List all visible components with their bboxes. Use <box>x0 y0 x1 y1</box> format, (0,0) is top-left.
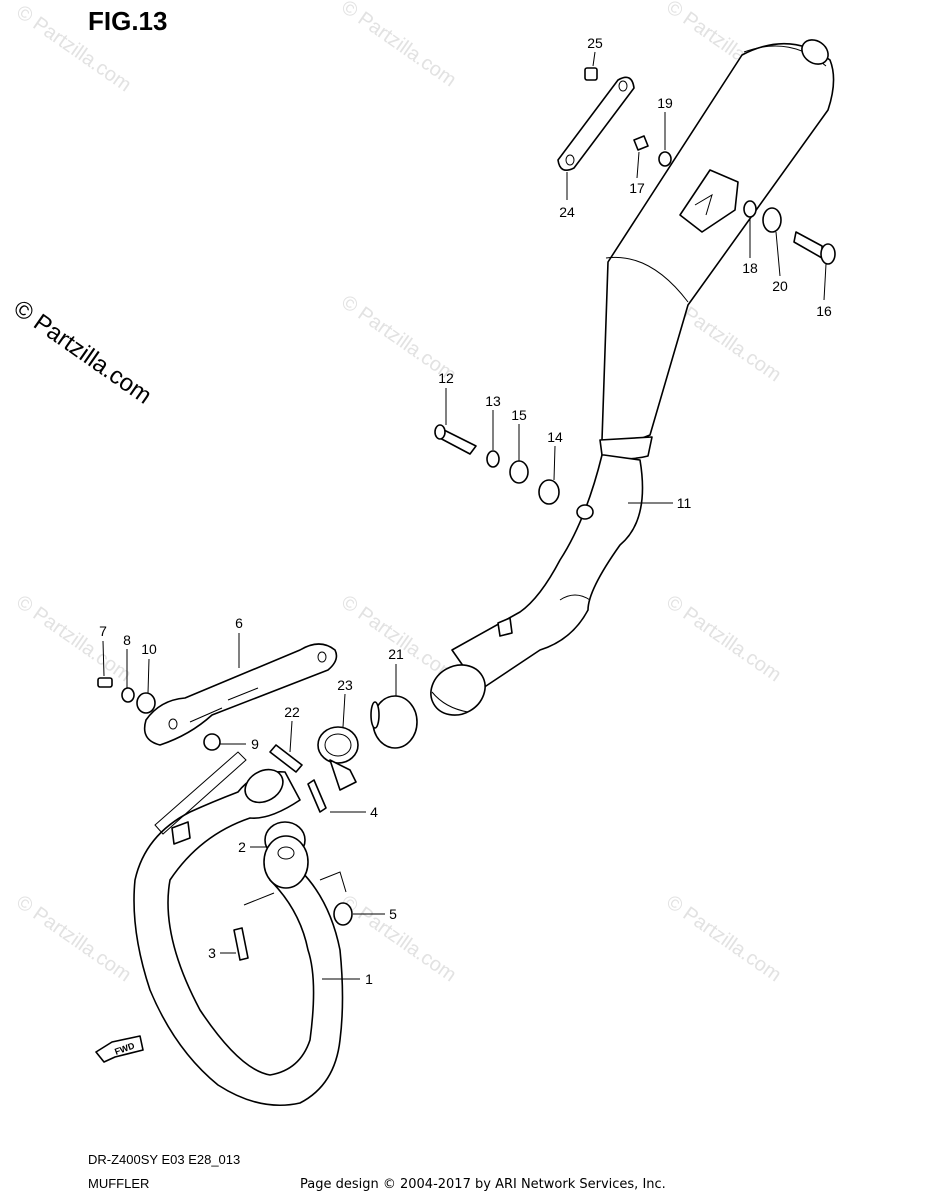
callout-20: 20 <box>772 278 788 294</box>
clamp-part-23 <box>317 726 359 791</box>
callout-23: 23 <box>337 677 353 693</box>
exhaust-pipe-part-1 <box>133 768 344 1106</box>
gasket-part-21 <box>370 695 418 749</box>
figure-name: MUFFLER <box>88 1176 150 1191</box>
callout-17: 17 <box>629 180 645 196</box>
callout-7: 7 <box>99 623 107 639</box>
muffler-strap-part-24 <box>557 76 635 171</box>
callout-4: 4 <box>370 804 378 820</box>
callout-9: 9 <box>251 736 259 752</box>
watermark-tile: © Partzilla.com <box>12 591 135 686</box>
watermark-tile: © Partzilla.com <box>662 591 785 686</box>
callout-1: 1 <box>365 971 373 987</box>
callout-2: 2 <box>238 839 246 855</box>
callout-15: 15 <box>511 407 527 423</box>
callout-8: 8 <box>123 632 131 648</box>
watermark-large: © Partzilla.com <box>9 295 157 410</box>
callout-19: 19 <box>657 95 673 111</box>
watermark-tile: © Partzilla.com <box>337 0 460 91</box>
model-code: DR-Z400SY E03 E28_013 <box>88 1152 241 1167</box>
callout-10: 10 <box>141 641 157 657</box>
callout-13: 13 <box>485 393 501 409</box>
callout-5: 5 <box>389 906 397 922</box>
callout-14: 14 <box>547 429 563 445</box>
callout-labels: 25 19 17 24 18 20 16 12 13 15 14 11 7 8 … <box>99 35 832 987</box>
watermark-tiles: © Partzilla.com © Partzilla.com © Partzi… <box>12 0 785 986</box>
callout-6: 6 <box>235 615 243 631</box>
muffler-part-11 <box>430 39 835 716</box>
callout-11: 11 <box>677 495 692 511</box>
callout-24: 24 <box>559 204 575 220</box>
watermark-tile: © Partzilla.com <box>662 891 785 986</box>
watermark-tile: © Partzilla.com <box>12 891 135 986</box>
hardware-parts <box>97 67 836 961</box>
callout-12: 12 <box>438 370 454 386</box>
leader-lines <box>102 51 827 980</box>
fwd-direction-arrow: FWD <box>95 1035 144 1063</box>
watermark-tile: © Partzilla.com <box>337 891 460 986</box>
callout-18: 18 <box>742 260 758 276</box>
callout-21: 21 <box>388 646 404 662</box>
figure-title: FIG.13 <box>88 6 168 36</box>
callout-16: 16 <box>816 303 832 319</box>
callout-3: 3 <box>208 945 216 961</box>
callout-22: 22 <box>284 704 300 720</box>
footer-credit: Page design © 2004-2017 by ARI Network S… <box>300 1177 666 1192</box>
callout-25: 25 <box>587 35 603 51</box>
watermark-tile: © Partzilla.com <box>12 1 135 96</box>
